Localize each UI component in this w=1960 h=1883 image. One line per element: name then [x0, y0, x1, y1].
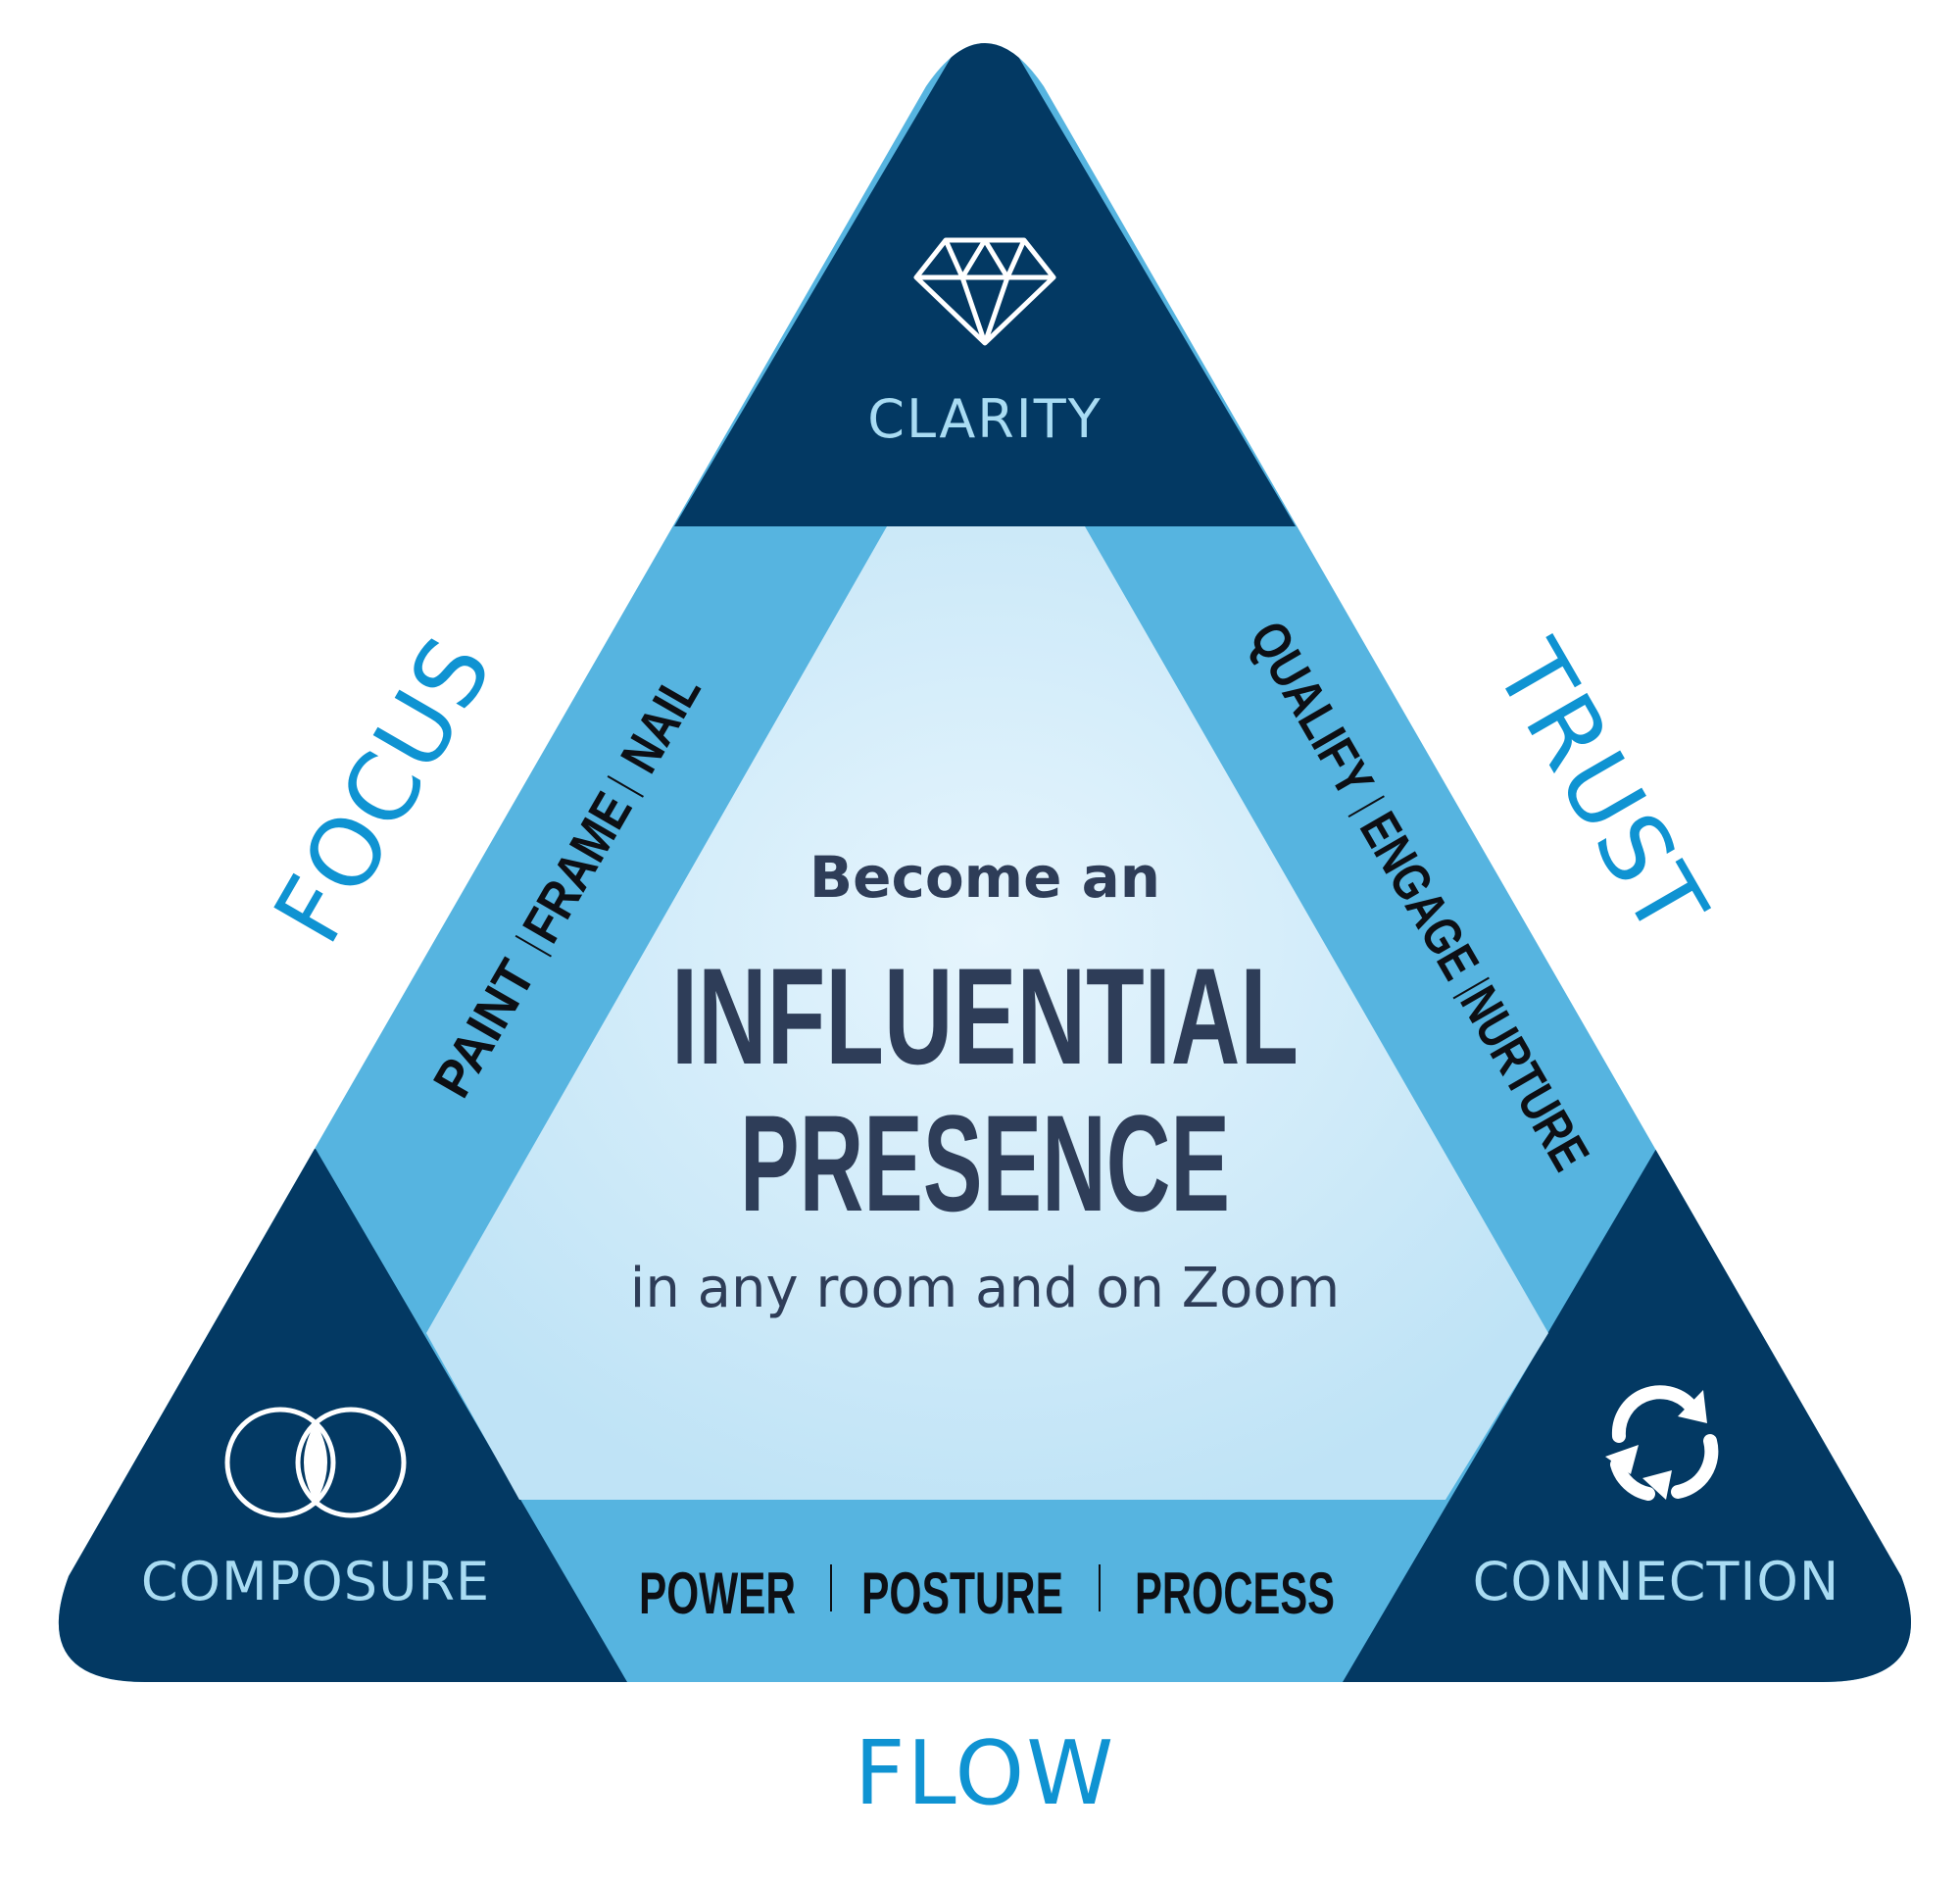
band-item-process: PROCESS — [1135, 1561, 1335, 1626]
corner-label-composure: COMPOSURE — [141, 1551, 490, 1612]
corner-label-clarity: CLARITY — [867, 388, 1102, 450]
corner-top-region — [674, 43, 1296, 526]
center-intro: Become an — [809, 844, 1160, 911]
side-label-flow: FLOW — [855, 1722, 1116, 1825]
bottom-band-items: POWER POSTURE PROCESS — [639, 1561, 1335, 1626]
overlapping-circles-icon — [224, 1407, 407, 1518]
center-triangle — [426, 526, 1548, 1500]
left-divider-1 — [514, 934, 552, 958]
band-item-power: POWER — [639, 1561, 796, 1626]
band-item-posture: POSTURE — [861, 1561, 1063, 1626]
right-divider-1 — [1348, 795, 1385, 818]
right-divider-2 — [1452, 976, 1490, 1000]
diamond-icon — [913, 237, 1056, 346]
corner-label-connection: CONNECTION — [1473, 1551, 1840, 1612]
cycle-arrows-icon — [1605, 1385, 1719, 1501]
center-headline-presence: PRESENCE — [740, 1086, 1230, 1240]
center-headline-influential: INFLUENTIAL — [671, 939, 1298, 1093]
left-divider-2 — [607, 775, 644, 798]
center-tagline: in any room and on Zoom — [630, 1257, 1340, 1320]
